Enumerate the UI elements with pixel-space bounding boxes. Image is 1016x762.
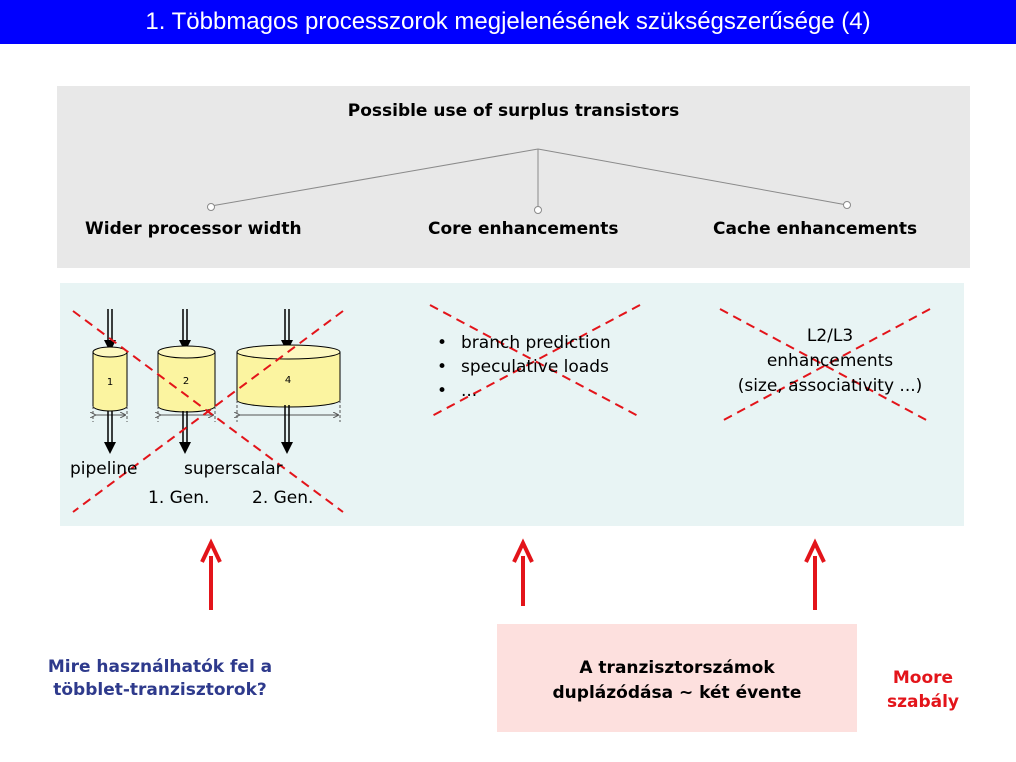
moore-box-line: A tranzisztorszámok [579,658,775,678]
cross-cache [719,308,931,423]
branch-label-core: Core enhancements [428,219,619,239]
list-item: branch prediction [437,331,611,355]
cylinder-1 [92,346,128,412]
moore-box-text: A tranzisztorszámok duplázódása ~ két év… [497,656,857,706]
tree-node-cache [843,201,851,209]
tree-node-width [207,203,215,211]
cylinder-label-4: 4 [285,375,291,386]
gen2-label: 2. Gen. [252,488,314,508]
moore-label-line: Moore [892,668,954,688]
cache-line: L2/L3 [806,326,854,346]
moore-label-line: szabály [886,692,960,712]
cylinder-2 [157,345,216,413]
cache-line: (size, associativity ...) [737,376,923,396]
up-arrow-right [804,538,826,610]
tree-node-core [534,206,542,214]
branch-label-cache: Cache enhancements [713,219,918,239]
gen1-label: 1. Gen. [148,488,210,508]
moore-law-label: Moore szabály [868,666,978,714]
up-arrow-left [200,538,222,610]
question-text: Mire használhatók fel a többlet-tranzisz… [20,656,300,702]
pipeline-label: pipeline [70,459,138,479]
tree-root-label: Possible use of surplus transistors [347,101,680,121]
superscalar-label: superscalar [184,459,283,479]
moore-box [497,624,857,732]
up-arrow-middle [512,538,534,606]
slide-title: 1. Többmagos processzorok megjelenésének… [0,0,1016,44]
cache-enhancement-text: L2/L3 enhancements (size, associativity … [700,324,960,399]
tree-connectors [210,148,848,208]
cache-line: enhancements [766,351,894,371]
cross-width [72,310,344,513]
output-arrows [107,405,290,445]
question-line: többlet-tranzisztorok? [53,680,267,700]
cylinder-label-2: 2 [183,376,189,387]
output-arrowheads [104,442,293,454]
branch-label-width: Wider processor width [85,219,302,239]
input-arrows [107,309,290,345]
core-enhancement-list: branch prediction speculative loads ... [437,331,611,403]
list-item: speculative loads [437,355,611,379]
question-line: Mire használhatók fel a [47,657,273,677]
cylinder-label-1: 1 [107,377,113,388]
list-item: ... [437,379,611,403]
tree-panel [57,86,970,268]
moore-box-line: duplázódása ~ két évente [552,683,802,703]
